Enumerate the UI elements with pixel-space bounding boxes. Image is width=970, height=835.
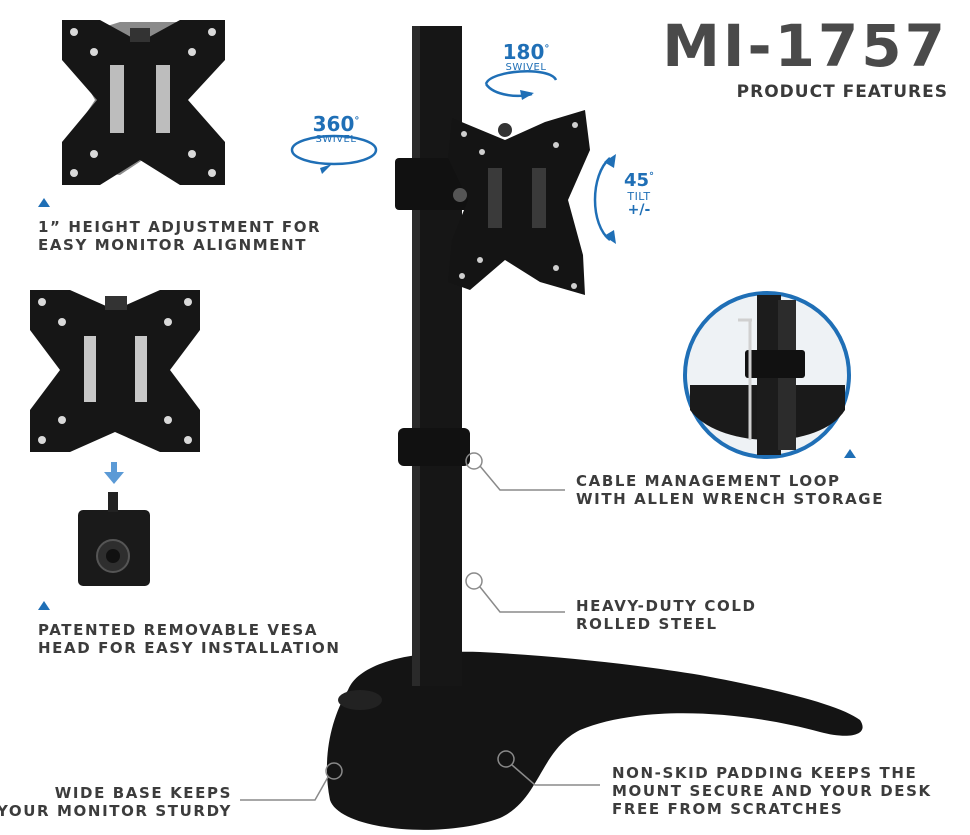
swivel-arrow-icon bbox=[290, 134, 378, 166]
swivel-360-label: 360° SWIVEL bbox=[312, 112, 360, 145]
feature-wide-base: WIDE BASE KEEPS YOUR MONITOR STURDY bbox=[0, 784, 232, 820]
feature-cable-management: CABLE MANAGEMENT LOOP WITH ALLEN WRENCH … bbox=[576, 472, 885, 508]
height-vesa-plate bbox=[62, 20, 225, 185]
degree-mark: ° bbox=[354, 115, 360, 127]
triangle-marker-icon bbox=[844, 449, 856, 458]
triangle-marker-icon bbox=[38, 198, 50, 207]
stand-base bbox=[326, 651, 863, 830]
removable-vesa-plate bbox=[30, 290, 200, 452]
triangle-marker-icon bbox=[38, 601, 50, 610]
cable-clip bbox=[398, 428, 470, 466]
cable-management-inset bbox=[683, 291, 851, 459]
swivel-180-label: 180° SWIVEL bbox=[502, 40, 550, 73]
feature-height-adjustment: 1” HEIGHT ADJUSTMENT FOR EASY MONITOR AL… bbox=[38, 218, 322, 254]
degree-mark: ° bbox=[544, 43, 550, 55]
down-arrow-icon bbox=[104, 462, 124, 484]
degree-mark: ° bbox=[649, 171, 655, 182]
main-vesa-plate bbox=[448, 110, 590, 295]
tilt-45-label: 45° TILT +/- bbox=[623, 170, 655, 218]
page-subtitle: PRODUCT FEATURES bbox=[736, 82, 948, 102]
feature-rolled-steel: HEAVY-DUTY COLD ROLLED STEEL bbox=[576, 597, 757, 633]
model-number: MI-1757 bbox=[662, 12, 948, 80]
height-collar bbox=[395, 158, 470, 210]
tilt-arrow-icon bbox=[593, 157, 611, 241]
feature-non-skid-padding: NON-SKID PADDING KEEPS THE MOUNT SECURE … bbox=[612, 764, 932, 818]
feature-removable-vesa: PATENTED REMOVABLE VESA HEAD FOR EASY IN… bbox=[38, 621, 341, 657]
